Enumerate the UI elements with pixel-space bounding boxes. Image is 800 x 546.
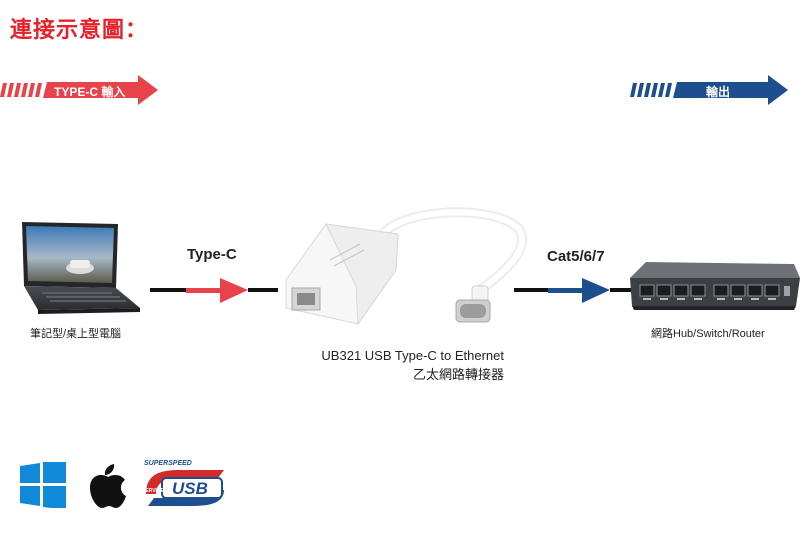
ethernet-adapter-icon [285, 207, 528, 326]
cat-cable-arrow [514, 278, 638, 303]
superspeed-usb-icon: SUPERSPEED USB SERVICED [140, 460, 230, 512]
usb-logo-top-text: SUPERSPEED [144, 460, 192, 467]
input-banner-arrow [0, 75, 158, 105]
adapter-caption: UB321 USB Type-C to Ethernet 乙太網路轉接器 [321, 346, 504, 384]
switch-caption: 網路Hub/Switch/Router [651, 328, 765, 340]
laptop-caption: 筆記型/桌上型電腦 [30, 328, 122, 340]
usb-logo-side-text: SERVICED [142, 488, 168, 494]
usb-logo-main-text: USB [172, 479, 208, 498]
output-banner-arrow [630, 75, 788, 105]
output-banner: 輸出 [630, 74, 790, 106]
windows-icon [20, 462, 66, 508]
network-switch [628, 258, 800, 318]
output-banner-label: 輸出 [706, 85, 731, 99]
ub321-adapter [280, 200, 540, 340]
cat-cable-label: Cat5/6/7 [547, 248, 605, 265]
input-banner: TYPE-C 輸入 [0, 74, 160, 106]
network-switch-icon [630, 262, 800, 310]
input-banner-label: TYPE-C 輸入 [54, 85, 126, 99]
laptop-device [18, 220, 142, 316]
type-c-label: Type-C [187, 246, 237, 263]
type-c-arrow [150, 278, 278, 303]
adapter-caption-line2: 乙太網路轉接器 [412, 367, 504, 382]
laptop-icon [22, 222, 140, 314]
apple-icon [90, 464, 126, 508]
page-title: 連接示意圖： [10, 17, 149, 42]
superspeed-usb-logo [146, 470, 224, 506]
adapter-caption-line1: UB321 USB Type-C to Ethernet [321, 348, 504, 363]
